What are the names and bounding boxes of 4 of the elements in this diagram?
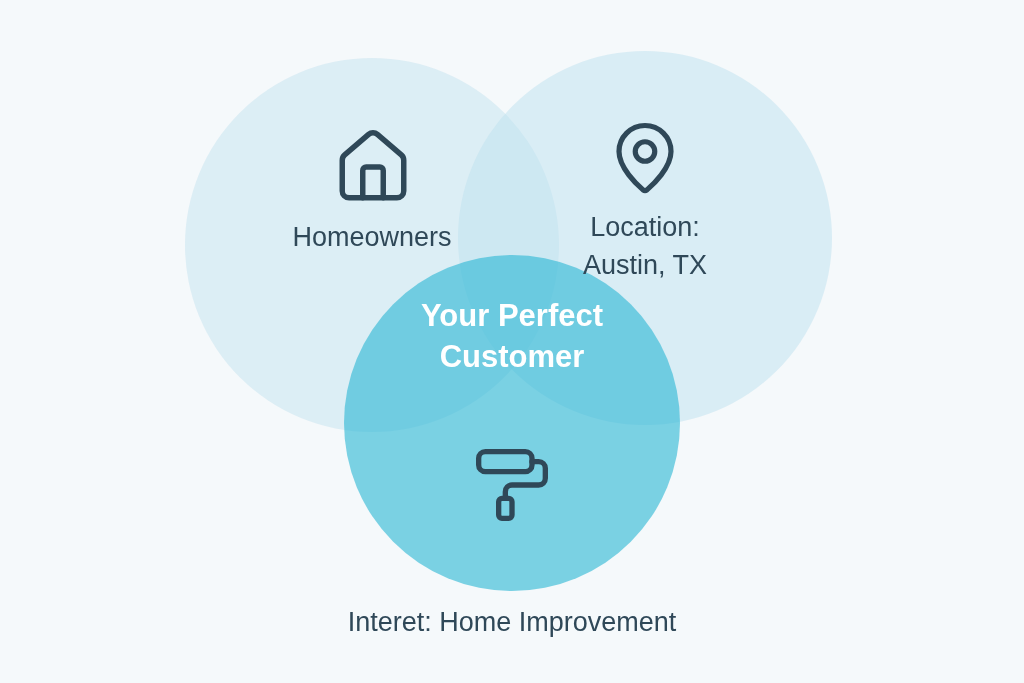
circle-label: Interet: Home Improvement — [347, 606, 677, 639]
center-label: Your Perfect Customer — [419, 297, 604, 376]
circle-label: Location: Austin, TX — [581, 211, 709, 282]
circle-label: Homeowners — [292, 221, 452, 254]
